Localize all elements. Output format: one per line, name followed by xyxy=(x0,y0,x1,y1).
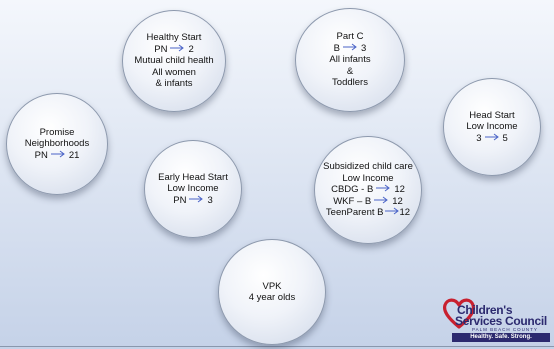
row-to: 12 xyxy=(392,195,403,207)
range-to: 3 xyxy=(361,42,367,54)
bottom-rule xyxy=(0,346,554,347)
bubble-healthy-start: Healthy Start PN 2 Mutual child health Al… xyxy=(122,10,226,112)
row-from: TeenParent B xyxy=(325,207,384,219)
range-to: 21 xyxy=(68,149,80,161)
healthy-start-line3: Mutual child health xyxy=(134,55,214,67)
range-to: 2 xyxy=(188,43,194,55)
part-c-title: Part C xyxy=(336,31,364,43)
bubble-early-head-start: Early Head Start Low Income PN 3 xyxy=(144,140,242,238)
head-start-title: Head Start xyxy=(469,109,515,121)
promise-title-line1: Promise xyxy=(39,126,75,138)
right-arrow-icon xyxy=(50,150,66,162)
part-c-line5: Toddlers xyxy=(332,77,368,89)
healthy-start-line5: & infants xyxy=(155,78,193,90)
logo-tagline: Healthy. Safe. Strong. xyxy=(452,333,550,342)
right-arrow-icon xyxy=(374,196,389,208)
range-to: 3 xyxy=(207,194,213,206)
early-head-start-income: Low Income xyxy=(167,183,219,195)
head-start-income: Low Income xyxy=(466,121,518,133)
range-from: B xyxy=(333,42,341,54)
logo-county: PALM BEACH COUNTY xyxy=(472,327,538,332)
heart-icon xyxy=(442,298,476,329)
range-to: 5 xyxy=(502,132,508,144)
right-arrow-icon xyxy=(384,207,400,219)
part-c-line3: All infants xyxy=(329,54,371,66)
range-from: PN xyxy=(154,43,168,55)
promise-title-line2: Neighborhoods xyxy=(24,138,90,150)
healthy-start-title: Healthy Start xyxy=(146,32,202,44)
right-arrow-icon xyxy=(376,184,391,196)
bubble-subsidized-child-care: Subsidized child care Low Income CBDG - … xyxy=(314,136,422,244)
part-c-line4: & xyxy=(346,65,354,77)
subsidized-row-cbdg: CBDG - B 12 xyxy=(331,184,405,196)
range-from: PN xyxy=(173,194,187,206)
right-arrow-icon xyxy=(343,43,358,55)
logo-name-line1: Children's xyxy=(457,303,513,317)
logo-name-line2: Services Council xyxy=(455,314,547,328)
right-arrow-icon xyxy=(170,44,185,56)
healthy-start-range: PN 2 xyxy=(154,44,194,56)
early-head-start-range: PN 3 xyxy=(173,195,213,207)
right-arrow-icon xyxy=(189,195,204,207)
bubble-promise-neighborhoods: Promise Neighborhoods PN 21 xyxy=(6,93,108,195)
row-from: WKF – B xyxy=(333,195,372,207)
row-to: 12 xyxy=(399,207,411,219)
bubble-vpk: VPK 4 year olds xyxy=(218,239,326,345)
subsidized-row-wkf: WKF – B 12 xyxy=(333,196,403,208)
healthy-start-line4: All women xyxy=(152,66,196,78)
right-arrow-icon xyxy=(484,133,500,145)
vpk-subtitle: 4 year olds xyxy=(248,292,296,303)
early-head-start-title: Early Head Start xyxy=(158,171,228,183)
subsidized-income: Low Income xyxy=(342,172,394,184)
range-from: PN xyxy=(34,149,48,161)
row-from: CBDG - B xyxy=(331,184,374,196)
range-from: 3 xyxy=(476,132,482,144)
promise-range: PN 21 xyxy=(35,150,80,162)
row-to: 12 xyxy=(394,184,405,196)
vpk-title: VPK xyxy=(262,280,282,292)
subsidized-row-teenparent: TeenParent B 12 xyxy=(326,207,410,219)
subsidized-title: Subsidized child care xyxy=(323,161,413,173)
childrens-services-council-logo: Children's Services Council PALM BEACH C… xyxy=(442,293,552,345)
